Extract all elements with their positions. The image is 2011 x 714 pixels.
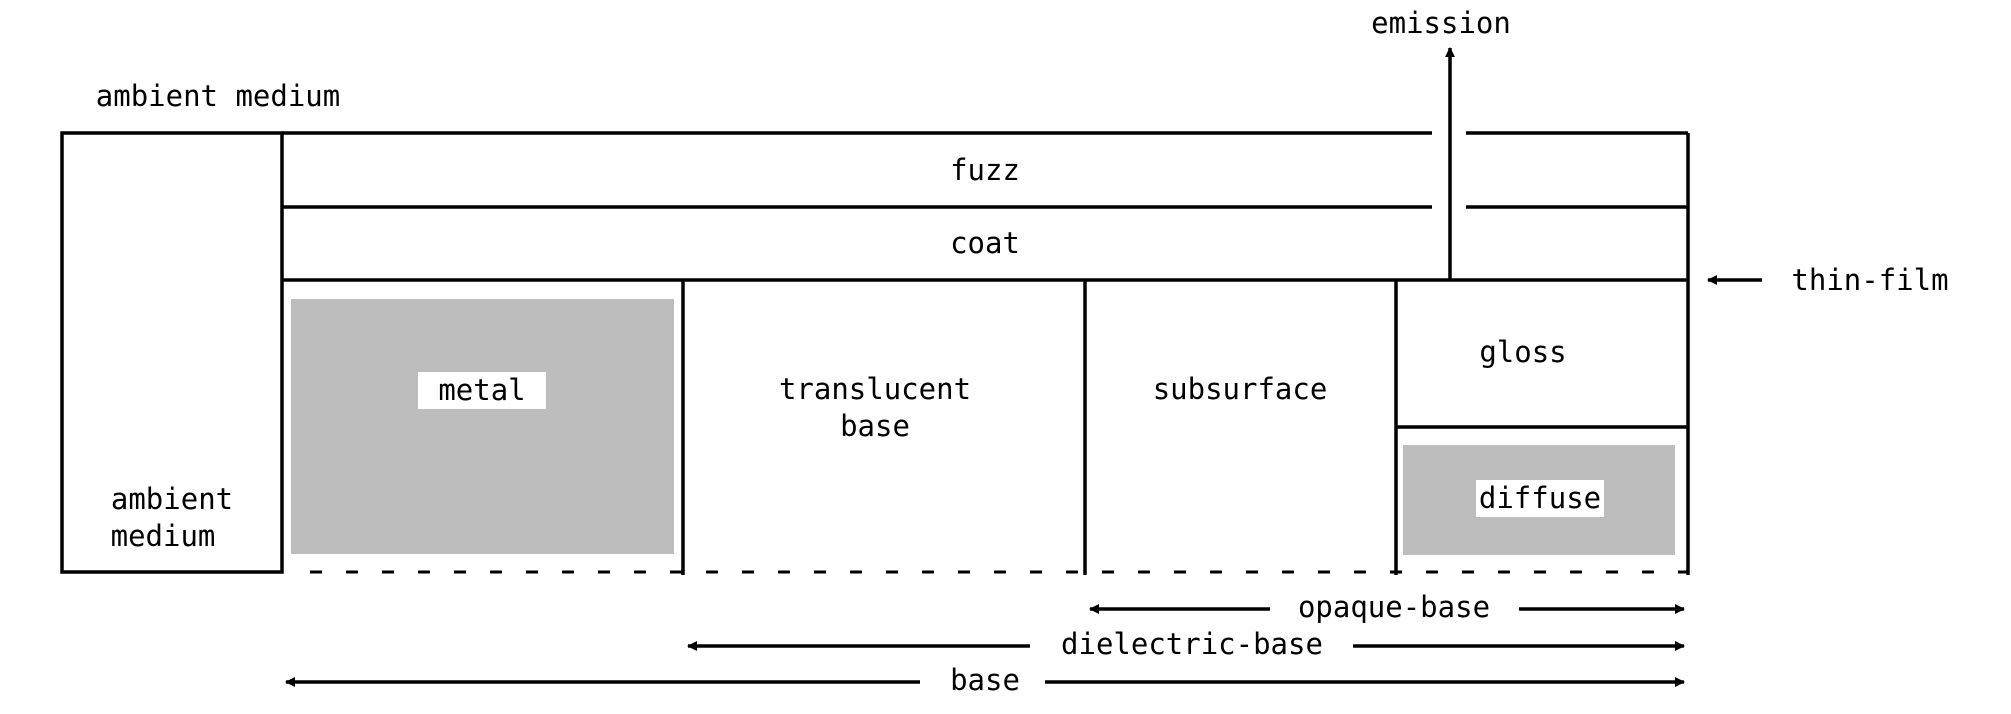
diffuse-label: diffuse (1479, 481, 1601, 515)
ambient-medium-top-label: ambient medium (96, 79, 340, 113)
gloss-label: gloss (1479, 335, 1566, 369)
subsurface-label: subsurface (1153, 372, 1328, 406)
emission-label: emission (1371, 6, 1511, 40)
ambient-medium-box-label-line2: medium (111, 519, 216, 553)
metal-label: metal (438, 373, 525, 407)
fuzz-label: fuzz (950, 153, 1020, 187)
diffuse-label-bg (1476, 480, 1604, 517)
translucent-base-label-line1: translucent (779, 372, 971, 406)
metal-fill (291, 299, 674, 554)
translucent-base-label-line2: base (840, 409, 910, 443)
ambient-medium-box (60, 131, 284, 574)
metal-label-bg (418, 372, 546, 409)
thin-film-label: thin-film (1791, 263, 1948, 297)
coat-label: coat (950, 226, 1020, 260)
dielectric-base-label: dielectric-base (1061, 627, 1323, 661)
ambient-medium-box-label-line1: ambient (111, 482, 233, 516)
base-label: base (950, 663, 1020, 697)
opaque-base-label: opaque-base (1298, 590, 1490, 624)
diagram-lines (60, 47, 1762, 687)
